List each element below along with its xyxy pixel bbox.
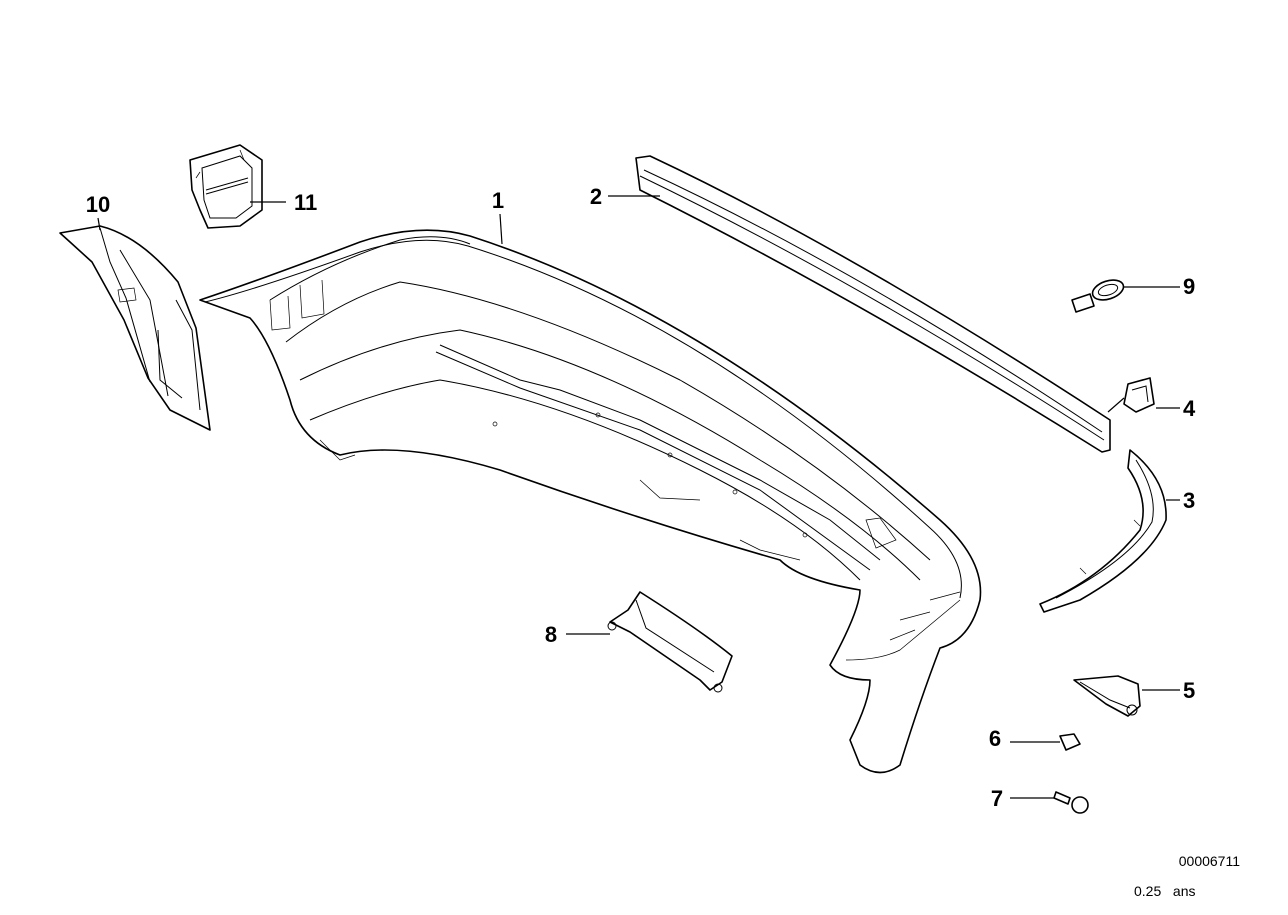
callout-4: 4 [1183, 396, 1196, 421]
part-6-nut[interactable] [1059, 733, 1081, 751]
part-1-bumper-cover[interactable] [199, 229, 982, 774]
callout-2: 2 [590, 184, 602, 209]
callout-8: 8 [545, 622, 557, 647]
part-4-clip[interactable] [1107, 377, 1155, 413]
part-5-bracket[interactable] [1073, 675, 1141, 717]
callout-3: 3 [1183, 488, 1195, 513]
part-8-corner-bracket[interactable] [607, 591, 733, 693]
callout-6: 6 [989, 726, 1001, 751]
part-11-grille-insert[interactable] [189, 144, 263, 229]
part-7-screw[interactable] [1053, 791, 1089, 814]
callout-11: 11 [294, 190, 317, 215]
callout-1: 1 [492, 188, 504, 213]
callout-5: 5 [1183, 678, 1195, 703]
callout-10: 10 [86, 192, 110, 217]
callout-labels: 10 11 1 2 9 4 3 5 6 7 8 [86, 184, 1196, 811]
part-9-grommet[interactable] [1071, 276, 1126, 313]
part-2-trim-strip[interactable] [635, 155, 1111, 453]
callout-7: 7 [991, 786, 1003, 811]
leader-lines [97, 195, 1180, 799]
callout-9: 9 [1183, 274, 1195, 299]
image-code: 00006711 [1179, 853, 1240, 869]
part-3-lower-moulding[interactable] [1039, 449, 1167, 613]
part-10-side-bracket[interactable] [59, 225, 211, 431]
scale-note: 0.25 ans [1134, 883, 1196, 899]
